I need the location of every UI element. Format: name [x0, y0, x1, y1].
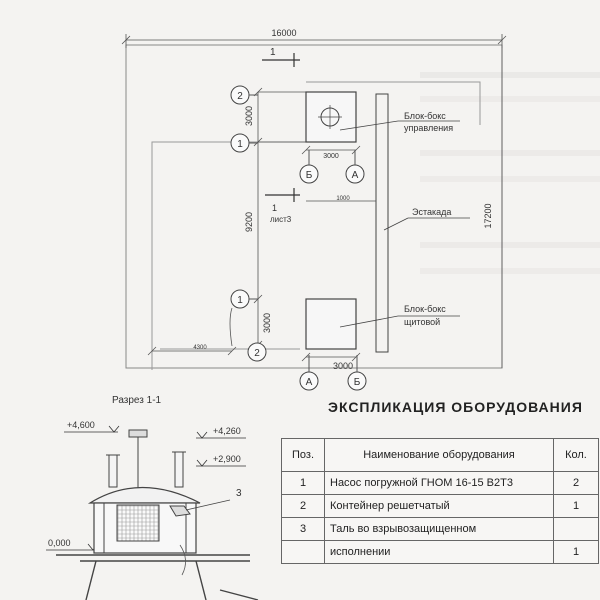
dim-total-height-label: 17200: [483, 203, 493, 228]
header-num: Поз.: [281, 438, 325, 472]
section-cut-mark-top: [262, 53, 300, 67]
row-qty: [553, 517, 599, 541]
section-title: Разрез 1-1: [112, 395, 162, 406]
axis-bubble-1-top: 1: [230, 133, 258, 153]
table-header-row: Поз. Наименование оборудования Кол.: [281, 438, 599, 472]
callout-leader: [185, 499, 231, 511]
axis-label: 1: [237, 295, 243, 306]
section-sheet-label: лист3: [270, 215, 292, 224]
equipment-table: Поз. Наименование оборудования Кол. 1 На…: [281, 438, 599, 564]
dim-bottom-block-label: 3000: [262, 313, 272, 333]
elevation-mark-4600: [64, 425, 120, 433]
dim-between-blocks-label: 9200: [244, 212, 254, 232]
table-row: исполнении 1: [281, 540, 599, 564]
trestle: [375, 93, 389, 353]
table-row: 2 Контейнер решетчатый 1: [281, 494, 599, 518]
dim-total-width-label: 16000: [271, 28, 296, 38]
switch-block-box: [305, 298, 357, 350]
dimension-total-width: [121, 34, 507, 48]
axis-bubble-2-bottom: 2: [247, 342, 267, 362]
ghost-text-line: [420, 72, 600, 78]
dimension-bottom-block-width: [301, 352, 361, 362]
axis-label: 2: [237, 91, 243, 102]
row-num: 3: [281, 517, 325, 541]
fence-line: [151, 81, 481, 370]
dim-bottom-block-width-label: 3000: [333, 361, 353, 371]
hoist: [128, 429, 148, 488]
axis-bubble-1-bottom: 1: [230, 289, 258, 309]
table-row: 3 Таль во взрывозащищенном: [281, 517, 599, 541]
control-box-label-1: Блок-бокс: [404, 111, 446, 121]
hoist-hook: [169, 505, 191, 517]
header-name: Наименование оборудования: [324, 438, 554, 472]
dim-offset-small-label: 1000: [336, 196, 350, 202]
elev-4600: +4,600: [67, 420, 95, 430]
row-num: 2: [281, 494, 325, 518]
control-box-label-2: управления: [404, 123, 453, 133]
axis-bubble-b-top: Б: [299, 150, 319, 184]
row-name: Таль во взрывозащищенном: [324, 517, 554, 541]
row-qty: 1: [553, 494, 599, 518]
axis-label: Б: [354, 377, 361, 388]
row-name: исполнении: [324, 540, 554, 564]
elev-4260: +4,260: [213, 426, 241, 436]
axis-bubble-b-bottom: Б: [347, 355, 367, 391]
axis-label: 1: [237, 139, 243, 150]
trestle-label: Эстакада: [412, 207, 451, 217]
vent-pipe: [106, 454, 120, 488]
axis-label: А: [352, 170, 359, 181]
elev-2900: +2,900: [213, 454, 241, 464]
axis-bubble-a-top: А: [345, 150, 365, 184]
table-row: 1 Насос погружной ГНОМ 16-15 В2Т3 2: [281, 471, 599, 495]
ghost-text-line: [420, 150, 600, 156]
dim-top-block-label: 3000: [244, 106, 254, 126]
mesh-container: [116, 504, 160, 542]
ghost-text-line: [420, 268, 600, 274]
axis-label: 2: [254, 348, 260, 359]
axis-bubble-a-bottom: А: [299, 355, 319, 391]
pump-pipe: [179, 544, 186, 576]
ghost-text-line: [420, 176, 600, 182]
elevation-mark-2900: [196, 459, 246, 467]
elevation-mark-4260: [196, 431, 246, 439]
callout-3-label: 3: [236, 488, 242, 499]
switch-box-label-1: Блок-бокс: [404, 304, 446, 314]
leader-line: [383, 217, 409, 231]
section-mark-label-2: 1: [272, 203, 277, 213]
row-qty: 2: [553, 471, 599, 495]
dim-offset-left-label: 4300: [193, 345, 207, 351]
header-qty: Кол.: [553, 438, 599, 472]
section-mark-label: 1: [270, 47, 276, 58]
leader-line: [339, 315, 399, 328]
axis-label: Б: [306, 170, 313, 181]
axis-bubble-2-top: 2: [230, 85, 258, 105]
control-block-box: [305, 91, 357, 143]
dimension-top-block-width: [301, 145, 361, 155]
section-cut-mark-middle: [265, 188, 300, 202]
row-qty: 1: [553, 540, 599, 564]
dim-top-block-width-label: 3000: [323, 153, 339, 160]
ghost-text-line: [420, 96, 600, 102]
fence-arc: [229, 307, 233, 347]
vent-pipe: [172, 451, 186, 488]
row-num: [281, 540, 325, 564]
row-num: 1: [281, 471, 325, 495]
switch-box-label-2: щитовой: [404, 317, 440, 327]
dimension-offset-left: [147, 346, 237, 356]
row-name: Контейнер решетчатый: [324, 494, 554, 518]
explication-title: ЭКСПЛИКАЦИЯ ОБОРУДОВАНИЯ: [328, 399, 583, 415]
elev-0000: 0,000: [48, 538, 71, 548]
ground-line: [56, 554, 259, 600]
axis-label: А: [306, 377, 313, 388]
row-name: Насос погружной ГНОМ 16-15 В2Т3: [324, 471, 554, 495]
ghost-text-line: [420, 242, 600, 248]
